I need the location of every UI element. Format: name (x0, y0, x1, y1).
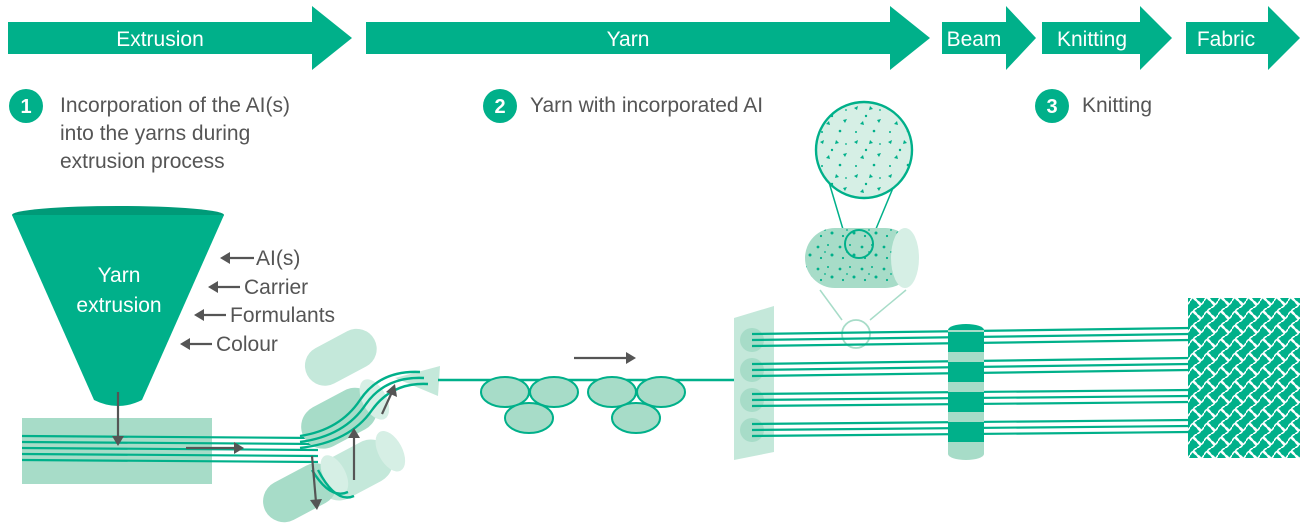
extrusion-funnel: Yarn extrusion (12, 206, 224, 406)
input-label-colour: Colour (216, 333, 278, 356)
step-1: 1 Incorporation of the AI(s) into the ya… (9, 89, 290, 173)
input-colour: Colour (180, 333, 278, 356)
arrow-right-icon (626, 352, 636, 364)
yarn-texturing (438, 352, 736, 434)
step-3-badge (1035, 89, 1069, 123)
funnel-label-line-2: extrusion (76, 294, 161, 317)
arrow-up-icon (386, 384, 397, 397)
arrow-left-icon (220, 252, 230, 264)
step-1-line-3: extrusion process (60, 150, 225, 173)
step-2-badge (483, 89, 517, 123)
stage-arrow-yarn: Yarn (366, 6, 930, 70)
arrow-up-icon (348, 428, 360, 438)
input-label-ai: AI(s) (256, 247, 300, 270)
stage-arrow-knitting: Knitting (1042, 6, 1172, 70)
funnel-inputs: AI(s) Carrier Formulants Colour (180, 247, 335, 356)
arrow-left-icon (208, 281, 218, 293)
step-1-badge (9, 89, 43, 123)
step-2-line-1: Yarn with incorporated AI (530, 94, 763, 117)
stage-label-extrusion: Extrusion (116, 28, 204, 51)
step-3-line-1: Knitting (1082, 94, 1152, 117)
arrow-down-icon (310, 499, 322, 510)
step-1-number: 1 (20, 96, 31, 118)
stage-label-fabric: Fabric (1197, 28, 1255, 51)
input-label-formulants: Formulants (230, 304, 335, 327)
arrow-left-icon (180, 338, 190, 350)
funnel-label-line-1: Yarn (98, 264, 141, 287)
step-3: 3 Knitting (1035, 89, 1152, 123)
stage-arrow-fabric: Fabric (1186, 6, 1300, 70)
extrusion-bath (21, 392, 319, 484)
stage-label-knitting: Knitting (1057, 28, 1127, 51)
stage-label-beam: Beam (947, 28, 1002, 51)
input-label-carrier: Carrier (244, 276, 308, 299)
stage-arrow-extrusion: Extrusion (8, 6, 352, 70)
arrow-left-icon (194, 309, 204, 321)
yarn-magnifier (805, 100, 919, 349)
input-ai: AI(s) (220, 247, 300, 270)
stage-label-yarn: Yarn (607, 28, 650, 51)
step-2: 2 Yarn with incorporated AI (483, 89, 763, 123)
beam-rings (948, 324, 984, 460)
step-1-line-1: Incorporation of the AI(s) (60, 94, 290, 117)
input-carrier: Carrier (208, 276, 308, 299)
stage-arrow-beam: Beam (942, 6, 1036, 70)
knitted-fabric (1188, 298, 1300, 458)
arrow-right-icon (234, 442, 244, 454)
step-2-number: 2 (494, 96, 505, 118)
godet-rollers (263, 328, 440, 523)
input-formulants: Formulants (194, 304, 335, 327)
step-3-number: 3 (1046, 96, 1057, 118)
step-1-line-2: into the yarns during (60, 122, 250, 145)
arrow-down-icon (112, 436, 124, 446)
